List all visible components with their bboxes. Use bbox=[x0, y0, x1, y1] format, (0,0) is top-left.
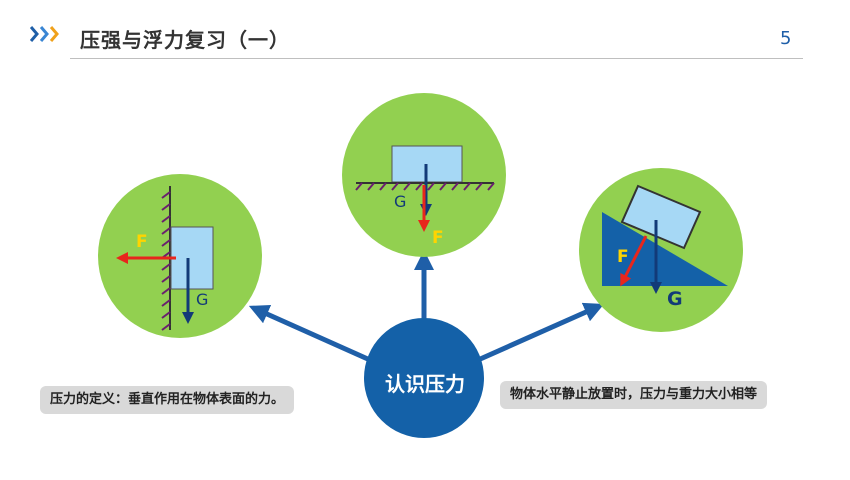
left-gravity-label: G bbox=[196, 290, 208, 309]
arrow-to-right bbox=[476, 302, 605, 363]
right-force-label: F bbox=[617, 247, 629, 267]
page-number: 5 bbox=[780, 28, 792, 49]
top-gravity-label: G bbox=[394, 192, 406, 211]
wall-hatch bbox=[161, 191, 171, 331]
wall-diagram: F G bbox=[98, 174, 262, 338]
page-title: 压强与浮力复习（一） bbox=[80, 28, 290, 52]
left-force-label: F bbox=[136, 232, 148, 252]
right-force-arrow bbox=[620, 235, 648, 287]
right-block bbox=[620, 184, 702, 250]
arrow-to-left bbox=[248, 304, 372, 363]
incline-diagram: F G bbox=[579, 168, 743, 332]
top-force-label: F bbox=[432, 228, 444, 248]
center-circle bbox=[364, 318, 484, 438]
note-right: 物体水平静止放置时，压力与重力大小相等 bbox=[500, 381, 768, 409]
note-left: 压力的定义：垂直作用在物体表面的力。 bbox=[40, 386, 295, 414]
left-block bbox=[170, 226, 214, 290]
floor-diagram: G F bbox=[342, 93, 506, 257]
center-label: 认识压力 bbox=[385, 372, 465, 396]
right-gravity-label: G bbox=[667, 288, 683, 310]
incline-ramp bbox=[602, 212, 728, 286]
header: 压强与浮力复习（一） 5 bbox=[0, 0, 850, 60]
chevrons-icon bbox=[30, 26, 59, 42]
header-divider bbox=[70, 58, 803, 59]
floor-hatch bbox=[355, 182, 495, 191]
